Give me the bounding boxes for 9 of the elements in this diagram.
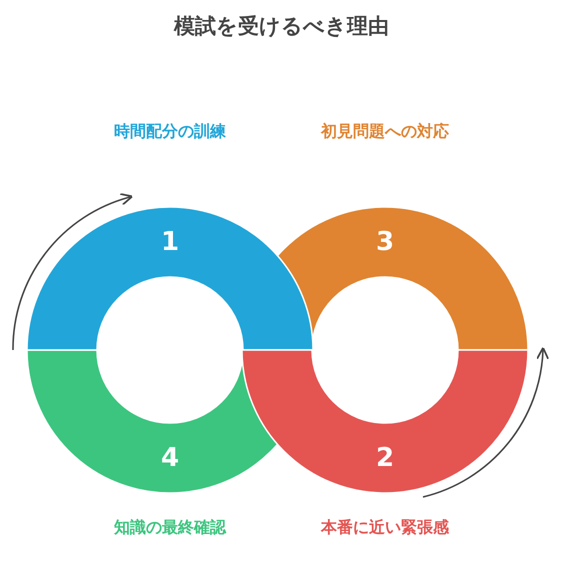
reason-label: 初見問題への対応 [321, 122, 449, 142]
step-number: 4 [160, 443, 180, 473]
step-number: 1 [160, 227, 180, 257]
reason-label: 知識の最終確認 [114, 518, 226, 538]
step-number: 3 [376, 227, 394, 257]
step-number: 2 [376, 443, 394, 473]
title: 模試を受けるべき理由 [172, 13, 390, 40]
reason-label: 時間配分の訓練 [114, 122, 226, 142]
reason-label: 本番に近い緊張感 [321, 518, 449, 538]
